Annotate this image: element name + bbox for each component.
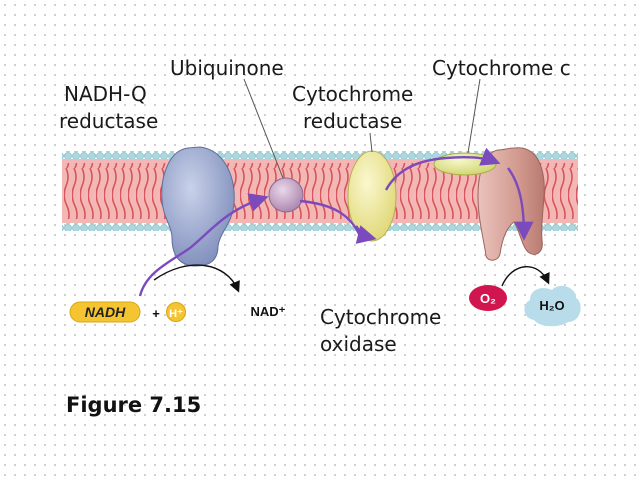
nadh-text: NADH bbox=[85, 304, 126, 320]
label-cyt-reductase-line1: Cytochrome bbox=[292, 82, 413, 106]
h2o-bubble: H₂O bbox=[524, 285, 581, 327]
h-plus-text: H⁺ bbox=[169, 308, 183, 320]
nadh-badge: NADH bbox=[69, 301, 141, 323]
h2o-text: H₂O bbox=[539, 298, 564, 313]
label-nadh-q-line2: reductase bbox=[59, 109, 158, 133]
leader-lines bbox=[243, 78, 481, 179]
o2-bubble: O₂ bbox=[469, 285, 507, 311]
label-cytochrome-c: Cytochrome c bbox=[432, 56, 571, 80]
label-cyt-reductase-line2: reductase bbox=[303, 109, 402, 133]
label-cyt-oxidase-line2: oxidase bbox=[320, 332, 397, 356]
label-cyt-oxidase-line1: Cytochrome bbox=[320, 305, 441, 329]
nad-plus-text: NAD⁺ bbox=[250, 304, 285, 319]
plus-sign: + bbox=[152, 306, 160, 321]
h-plus-badge: H⁺ bbox=[166, 302, 186, 322]
o2-text: O₂ bbox=[480, 291, 496, 306]
electron-flow-path bbox=[138, 147, 534, 297]
label-nadh-q-line1: NADH-Q bbox=[64, 82, 147, 106]
figure-caption: Figure 7.15 bbox=[66, 393, 201, 417]
nadh-q-reductase-protein bbox=[161, 146, 235, 267]
reaction-arrows bbox=[153, 264, 550, 293]
ubiquinone-molecule bbox=[268, 177, 304, 213]
label-ubiquinone: Ubiquinone bbox=[170, 56, 284, 80]
component-labels: NADH-Q reductase Ubiquinone Cytochrome r… bbox=[59, 56, 571, 356]
